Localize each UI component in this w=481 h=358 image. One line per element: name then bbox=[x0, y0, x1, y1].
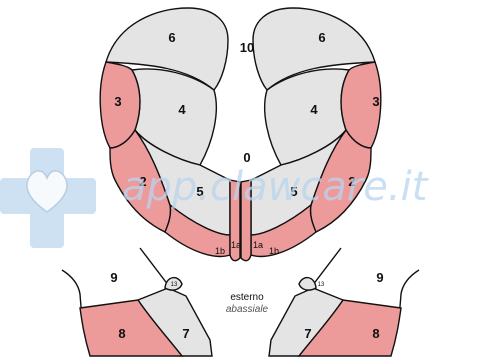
left-label-9: 9 bbox=[110, 270, 117, 285]
right-label-1a: 1a bbox=[253, 240, 263, 250]
left-label-6: 6 bbox=[168, 30, 175, 45]
left-label-13: 13 bbox=[171, 282, 178, 288]
left-label-7: 7 bbox=[182, 326, 189, 341]
left-label-1b: 1b bbox=[215, 246, 225, 256]
right-label-8: 8 bbox=[372, 326, 379, 341]
left-label-1a: 1a bbox=[231, 240, 241, 250]
caption-line2: abassiale bbox=[226, 304, 269, 315]
right-label-4: 4 bbox=[310, 102, 318, 117]
watermark-text: app.clawcare.it bbox=[122, 164, 429, 210]
right-label-13: 13 bbox=[318, 282, 325, 288]
right-label-1b: 1b bbox=[269, 246, 279, 256]
right-zone-13 bbox=[299, 278, 316, 290]
centre-label-0: 0 bbox=[243, 150, 250, 165]
lower-left-section: 9 8 7 13 bbox=[62, 248, 212, 356]
left-label-4: 4 bbox=[178, 102, 186, 117]
right-label-3: 3 bbox=[372, 94, 379, 109]
right-label-7: 7 bbox=[304, 326, 311, 341]
left-label-8: 8 bbox=[118, 326, 125, 341]
centre-label-10: 10 bbox=[240, 40, 254, 55]
caption-line1: esterno bbox=[230, 292, 264, 303]
lower-right-section bbox=[269, 248, 419, 356]
right-label-6: 6 bbox=[318, 30, 325, 45]
left-label-3: 3 bbox=[114, 94, 121, 109]
cross-heart-logo bbox=[0, 148, 96, 248]
left-claw: 6 3 4 2 5 1b 1a bbox=[100, 8, 241, 261]
right-label-9: 9 bbox=[376, 270, 383, 285]
right-claw bbox=[241, 8, 381, 261]
